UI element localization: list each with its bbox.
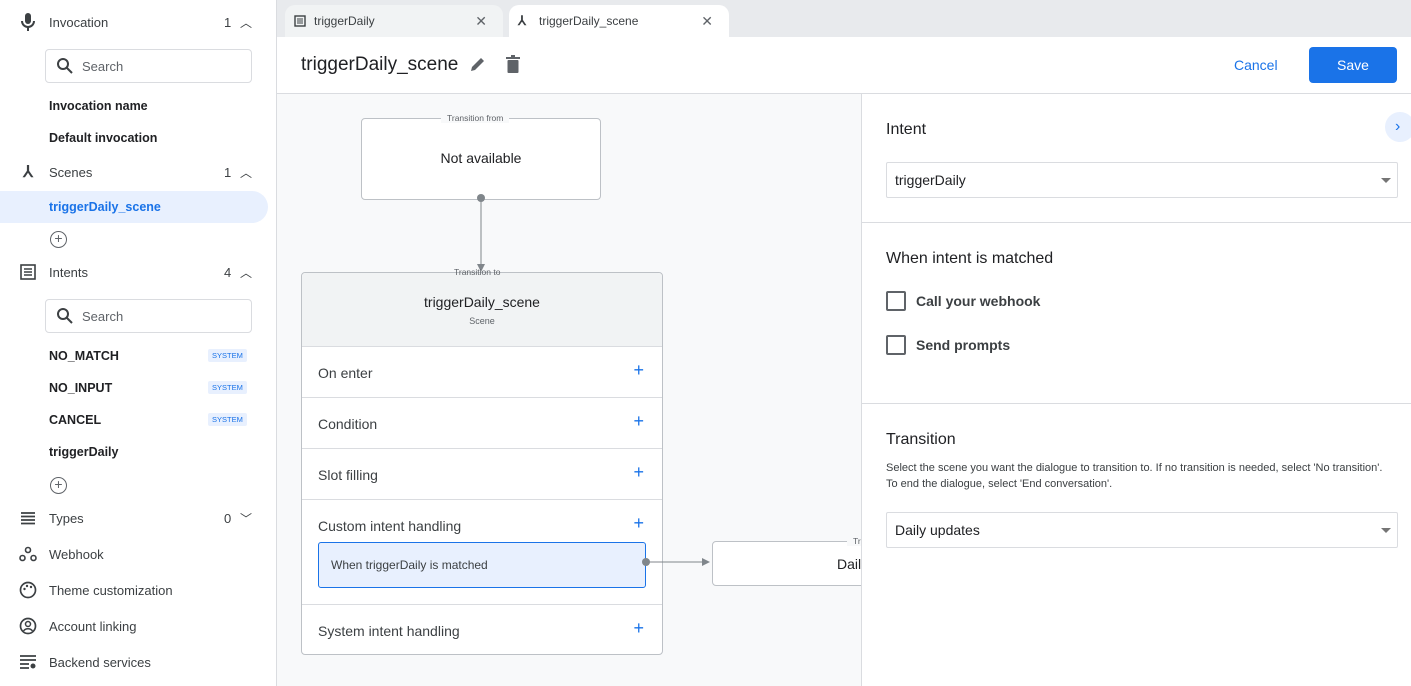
system-badge: SYSTEM (208, 349, 247, 362)
sidebar-item-backend-services[interactable]: Backend services (0, 644, 276, 680)
sidebar-item-triggerdaily[interactable]: triggerDaily (49, 445, 119, 459)
intent-select[interactable]: triggerDaily (886, 162, 1398, 198)
add-icon[interactable]: + (633, 513, 644, 533)
invocation-search-input[interactable]: Search (45, 49, 252, 83)
delete-trash-icon[interactable] (506, 55, 520, 73)
add-icon[interactable]: + (633, 462, 644, 482)
add-scene-icon[interactable]: + (50, 231, 67, 248)
slot-filling-row[interactable]: Slot filling+ (302, 448, 662, 499)
webhook-icon (18, 544, 38, 564)
search-icon (57, 308, 73, 324)
sidebar-section-invocation[interactable]: Invocation 1 ︿ (0, 4, 276, 40)
dropdown-arrow-icon (1381, 528, 1391, 533)
sidebar-item-triggerdaily-scene[interactable]: triggerDaily_scene (0, 191, 268, 223)
chevron-up-icon[interactable]: ︿ (240, 165, 253, 180)
scene-canvas[interactable]: Transition from Not available Transition… (277, 94, 861, 686)
intent-handler-item[interactable]: When triggerDaily is matched (318, 542, 646, 588)
custom-intent-handling-row[interactable]: Custom intent handling+ When triggerDail… (302, 499, 662, 604)
condition-row[interactable]: Condition+ (302, 397, 662, 448)
system-intent-handling-row[interactable]: System intent handling+ (302, 604, 662, 655)
sidebar-item-invocation-name[interactable]: Invocation name (49, 99, 148, 113)
scene-name: triggerDaily_scene (424, 294, 540, 310)
tab-bar: triggerDaily ✕ ⅄ triggerDaily_scene ✕ (277, 0, 1411, 37)
sidebar-item-webhook[interactable]: Webhook (0, 536, 276, 572)
intent-details-panel: › Intent triggerDaily When intent is mat… (861, 94, 1411, 686)
chevron-up-icon[interactable]: ︿ (240, 265, 253, 280)
connector-arrow (642, 558, 710, 566)
edit-pencil-icon[interactable] (470, 56, 486, 72)
chevron-up-icon[interactable]: ︿ (240, 15, 253, 30)
transition-target-node[interactable]: Tr Dail (712, 536, 861, 586)
save-button[interactable]: Save (1309, 47, 1397, 83)
page-title: triggerDaily_scene (301, 54, 459, 75)
sidebar-item-no-input[interactable]: NO_INPUT (49, 381, 113, 395)
scene-icon: ⅄ (518, 13, 526, 28)
scene-node: Transition to triggerDaily_scene Scene O… (301, 267, 663, 655)
intent-icon (294, 15, 306, 27)
collapse-panel-chevron-icon[interactable]: › (1385, 112, 1411, 142)
dropdown-arrow-icon (1381, 178, 1391, 183)
sidebar-item-theme[interactable]: Theme customization (0, 572, 276, 608)
cancel-button[interactable]: Cancel (1234, 57, 1278, 73)
connector-arrow (477, 194, 485, 272)
transition-description: Select the scene you want the dialogue t… (886, 462, 1383, 490)
palette-icon (18, 580, 38, 600)
add-intent-icon[interactable]: + (50, 477, 67, 494)
sidebar: Invocation 1 ︿ Search Invocation name De… (0, 0, 277, 686)
types-icon (18, 508, 38, 528)
on-enter-row[interactable]: On enter+ (302, 346, 662, 397)
search-icon (57, 58, 73, 74)
account-circle-icon (18, 616, 38, 636)
send-prompts-checkbox[interactable] (886, 335, 906, 355)
call-webhook-checkbox[interactable] (886, 291, 906, 311)
editor-header: triggerDaily_scene Cancel Save (277, 37, 1411, 94)
system-badge: SYSTEM (208, 413, 247, 426)
close-tab-icon[interactable]: ✕ (475, 12, 487, 29)
sidebar-item-account-linking[interactable]: Account linking (0, 608, 276, 644)
intent-list-icon (18, 262, 38, 282)
microphone-icon (18, 12, 38, 32)
sidebar-item-default-invocation[interactable]: Default invocation (49, 131, 158, 145)
sidebar-item-no-match[interactable]: NO_MATCH (49, 349, 119, 363)
sidebar-section-scenes[interactable]: ⅄ Scenes 1 ︿ (0, 154, 276, 190)
transition-from-node: Transition from Not available (361, 113, 601, 200)
close-tab-icon[interactable]: ✕ (701, 12, 713, 29)
sidebar-item-cancel[interactable]: CANCEL (49, 413, 102, 427)
intents-search-input[interactable]: Search (45, 299, 252, 333)
tab-triggerdaily[interactable]: triggerDaily ✕ (285, 5, 503, 37)
system-badge: SYSTEM (208, 381, 247, 394)
chevron-down-icon[interactable]: ﹀ (240, 511, 253, 526)
add-icon[interactable]: + (633, 360, 644, 380)
sidebar-section-types[interactable]: Types 0 ﹀ (0, 500, 276, 536)
scene-merge-icon: ⅄ (23, 164, 33, 181)
tab-triggerdaily-scene[interactable]: ⅄ triggerDaily_scene ✕ (509, 5, 729, 37)
add-icon[interactable]: + (633, 618, 644, 638)
add-icon[interactable]: + (633, 411, 644, 431)
sidebar-section-intents[interactable]: Intents 4 ︿ (0, 254, 276, 290)
backend-services-icon (18, 652, 38, 672)
transition-select[interactable]: Daily updates (886, 512, 1398, 548)
